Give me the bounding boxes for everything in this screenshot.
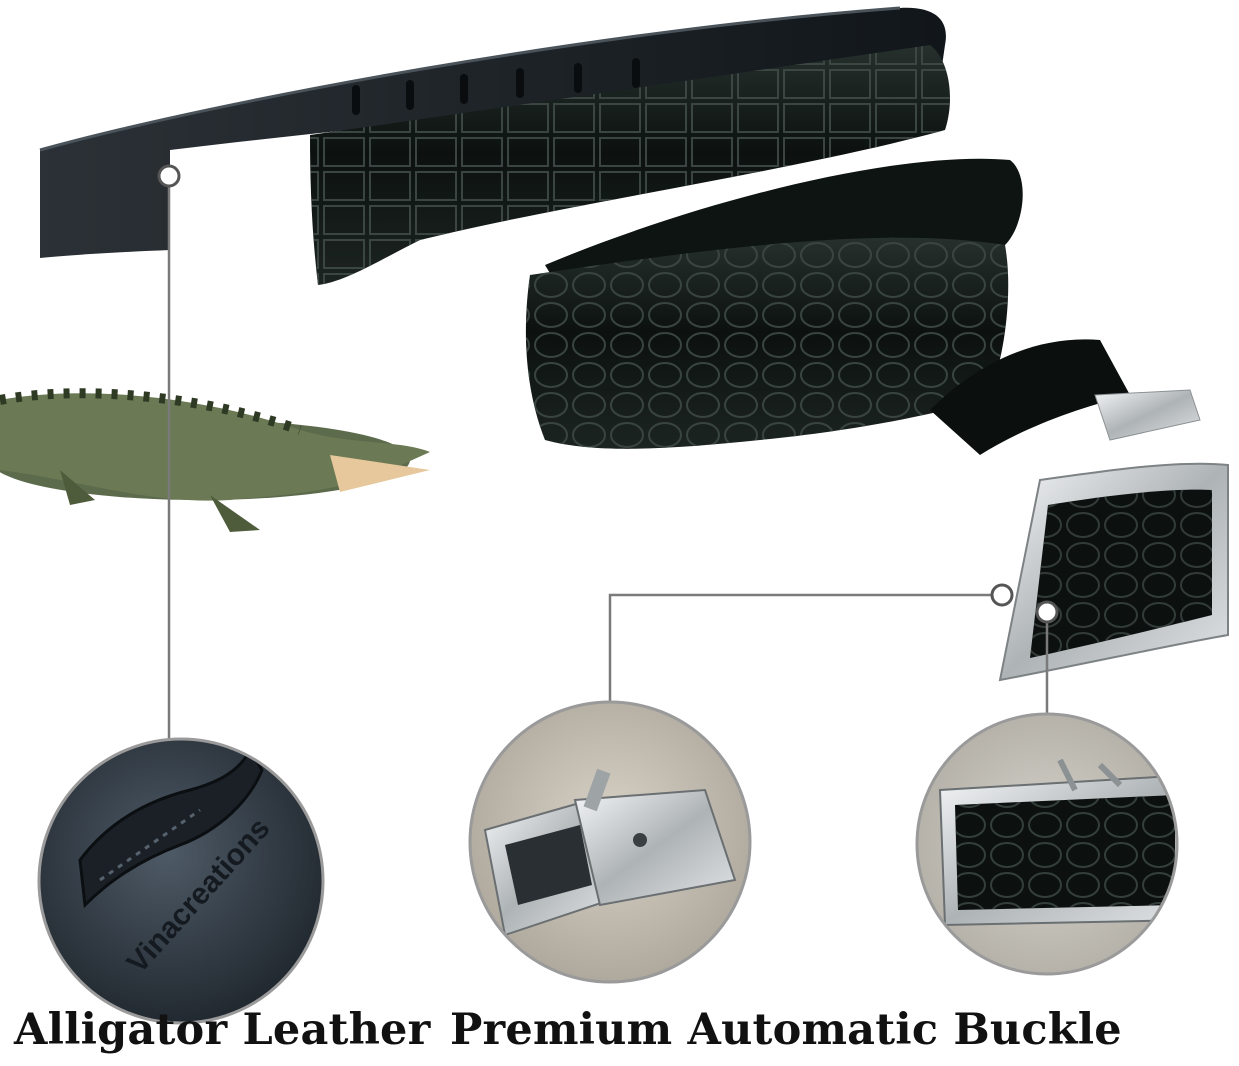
feature-caption-alligator-leather: Alligator Leather — [14, 1005, 431, 1055]
callout-dot-buckle-inner — [1035, 600, 1059, 624]
feature-caption-automatic-buckle: Premium Automatic Buckle — [450, 1005, 1122, 1055]
callout-dot-buckle-outer — [990, 583, 1014, 607]
buckle-front-detail — [915, 712, 1179, 976]
buckle-mechanism-detail — [468, 700, 752, 984]
alligator-illustration — [0, 388, 430, 532]
callout-lines — [167, 178, 1049, 740]
logo-emboss: Vinacreations — [37, 737, 325, 1025]
callout-dot-leather — [157, 164, 181, 188]
buckle-photo — [998, 389, 1229, 682]
belt-photo — [39, 6, 1229, 682]
